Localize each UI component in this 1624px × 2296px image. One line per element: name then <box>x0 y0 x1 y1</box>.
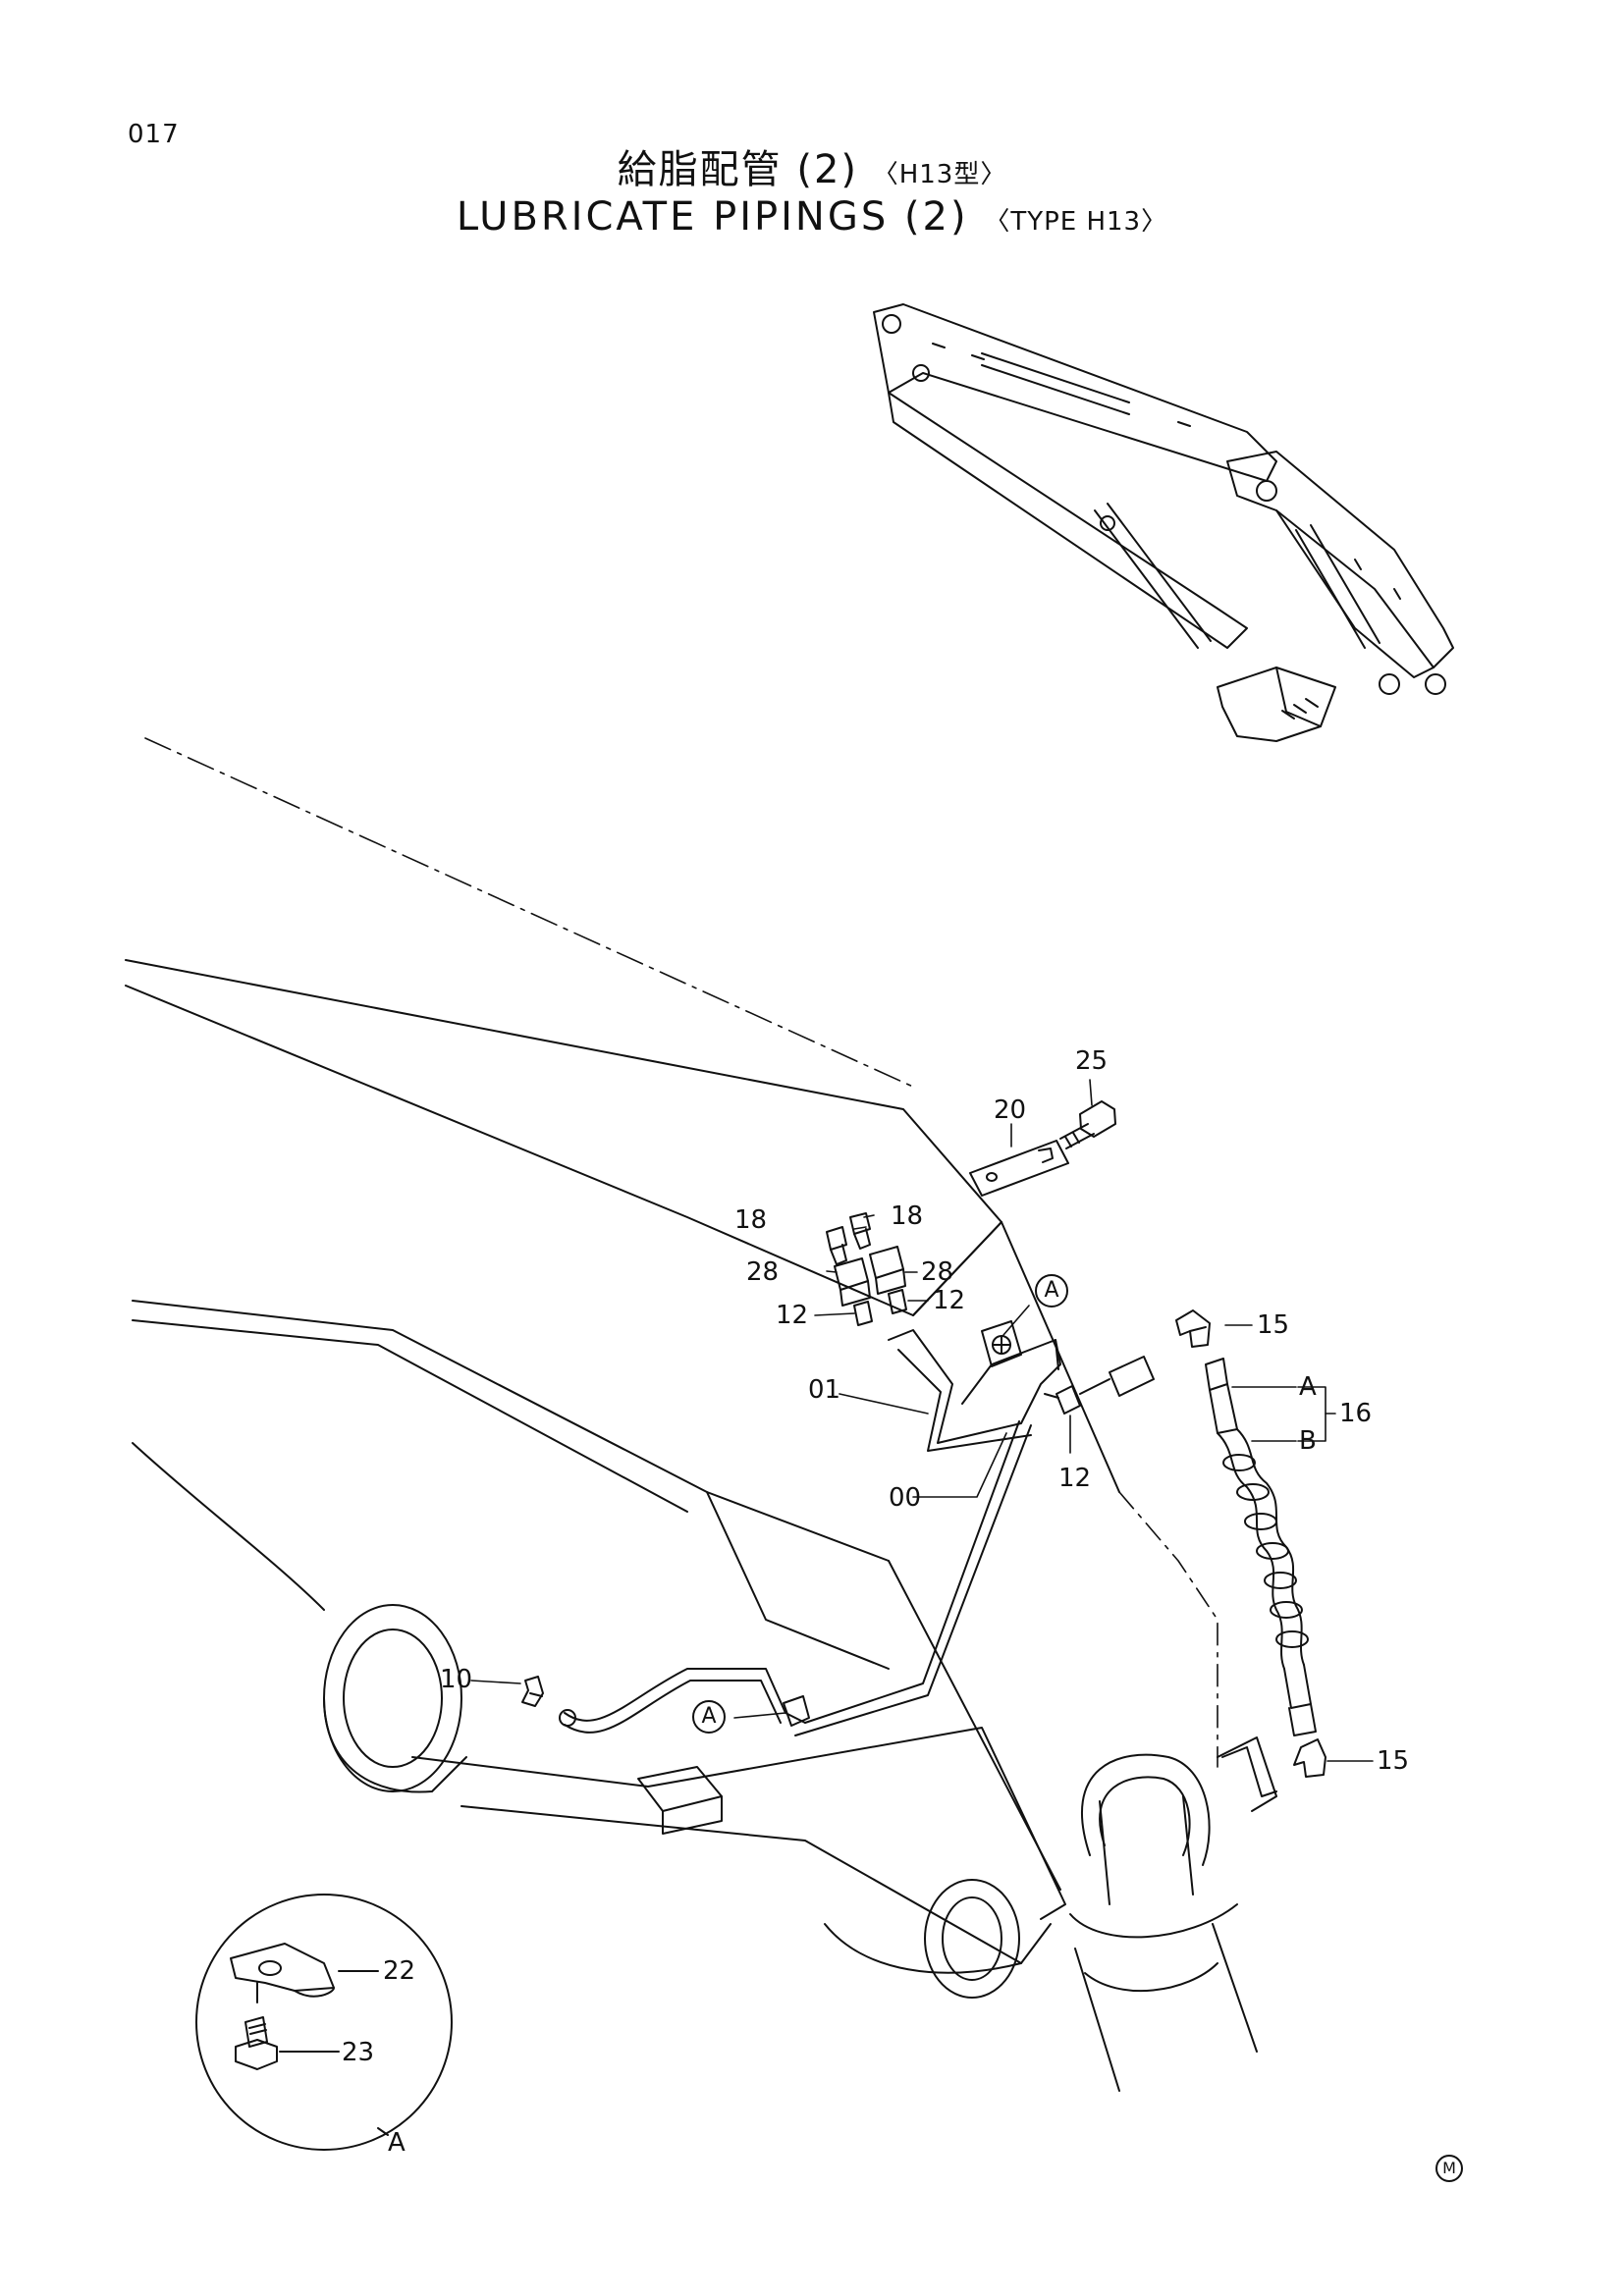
pipe-clamp-upper <box>981 1320 1022 1367</box>
callout-12-right: 12 <box>933 1286 966 1315</box>
block-28a <box>834 1257 871 1307</box>
connector-12b <box>888 1289 907 1314</box>
callout-28-right: 28 <box>921 1257 954 1287</box>
elbow-fitting-10 <box>521 1676 544 1707</box>
callout-00: 00 <box>889 1483 922 1513</box>
callout-18-right: 18 <box>891 1201 924 1231</box>
title-jp-text: 給脂配管 (2) <box>617 147 858 192</box>
adapter-fitting <box>1079 1356 1155 1397</box>
plate-20 <box>969 1140 1069 1197</box>
callout-28-left: 28 <box>746 1257 780 1287</box>
callout-15-lower: 15 <box>1377 1746 1410 1776</box>
boom-structure <box>125 737 1218 1974</box>
boom-end-pin-boss <box>924 1879 1020 1999</box>
bolt-25 <box>1059 1100 1116 1149</box>
detail-view-A <box>195 1894 453 2151</box>
pipe-clamp-lower <box>783 1695 810 1727</box>
title-jp-type: 〈H13型〉 <box>872 160 1007 189</box>
title-en-type: 〈TYPE H13〉 <box>984 207 1168 237</box>
block-28b <box>869 1246 906 1295</box>
break-line <box>1221 1746 1277 1797</box>
callout-16: 16 <box>1339 1399 1373 1428</box>
callout-12-lower: 12 <box>1058 1464 1092 1493</box>
callout-18-left: 18 <box>734 1205 768 1235</box>
connector-12a <box>853 1301 873 1326</box>
callout-16-A: A <box>1299 1372 1317 1402</box>
boom-foot-pin-boss <box>323 1604 467 1793</box>
grease-nipple-18a <box>826 1226 847 1265</box>
grease-pipe-01 <box>888 1329 1061 1452</box>
page-title-english: LUBRICATE PIPINGS (2) 〈TYPE H13〉 <box>0 194 1624 240</box>
connector-12c <box>1044 1385 1081 1415</box>
overview-boom-arm-illustration <box>873 303 1454 742</box>
grease-nipple-18b <box>849 1212 871 1250</box>
callout-01: 01 <box>808 1375 841 1405</box>
callout-12-left: 12 <box>776 1301 809 1330</box>
cylinder-rod-end <box>1069 1736 1277 2092</box>
leader-lines <box>470 1079 1374 1762</box>
callout-15-upper: 15 <box>1257 1310 1290 1340</box>
elbow-fitting-15-lower <box>1293 1738 1326 1778</box>
callout-16-B: B <box>1299 1426 1317 1456</box>
grease-pipe-00 <box>559 1420 1032 1736</box>
page-title-japanese: 給脂配管 (2) 〈H13型〉 <box>0 137 1624 194</box>
detail-view-label-A: A <box>388 2128 406 2158</box>
elbow-fitting-15-upper <box>1175 1309 1211 1348</box>
title-en-text: LUBRICATE PIPINGS (2) <box>456 194 969 240</box>
callout-23: 23 <box>342 2038 375 2067</box>
page-code: 017 <box>128 120 180 149</box>
callout-10: 10 <box>440 1665 473 1694</box>
corner-mark: M <box>1435 2155 1463 2182</box>
callout-20: 20 <box>994 1095 1027 1125</box>
callout-25: 25 <box>1075 1046 1109 1076</box>
callout-22: 22 <box>383 1956 416 1986</box>
view-marker-A-upper: A <box>1035 1274 1068 1308</box>
view-marker-A-lower: A <box>692 1700 726 1734</box>
hose-assembly-16 <box>1205 1358 1317 1736</box>
